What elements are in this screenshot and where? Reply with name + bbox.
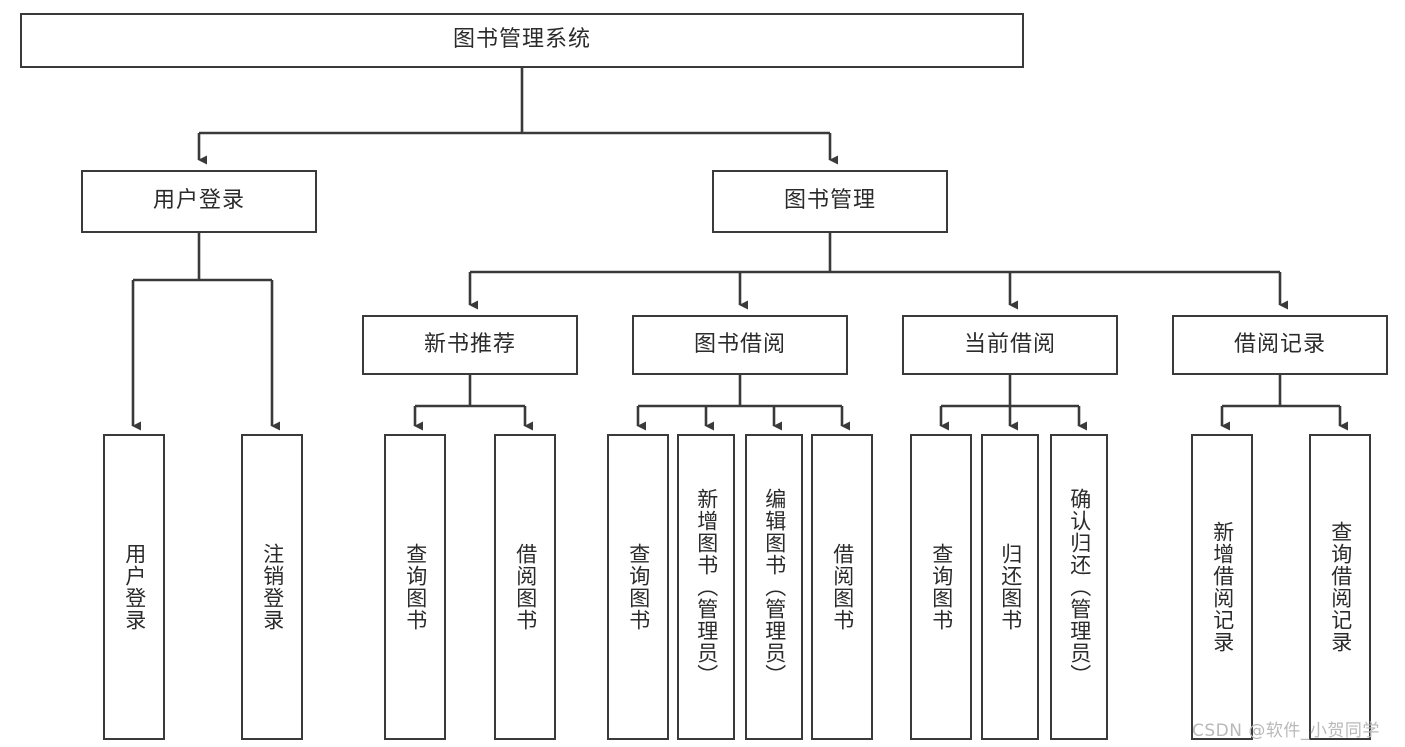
node-leaf-query-book-1-label: 查询图书 (403, 543, 428, 631)
node-new-book-recommend-label: 新书推荐 (423, 331, 516, 357)
node-book-manage[interactable]: 图书管理 (712, 170, 948, 233)
node-book-borrow-label: 图书借阅 (693, 331, 786, 357)
node-leaf-query-book-1[interactable]: 查询图书 (384, 434, 446, 740)
node-leaf-add-record-label: 新增借阅记录 (1210, 521, 1235, 653)
node-current-borrow[interactable]: 当前借阅 (902, 315, 1118, 375)
node-leaf-logout-login[interactable]: 注销登录 (241, 434, 303, 740)
node-leaf-edit-book-label: 编辑图书（管理员） (762, 488, 787, 686)
node-leaf-return-book[interactable]: 归还图书 (981, 434, 1039, 740)
node-leaf-add-book[interactable]: 新增图书（管理员） (677, 434, 735, 740)
node-leaf-return-book-label: 归还图书 (998, 543, 1023, 631)
node-leaf-query-record[interactable]: 查询借阅记录 (1309, 434, 1371, 740)
node-leaf-edit-book[interactable]: 编辑图书（管理员） (745, 434, 803, 740)
node-user-login-label: 用户登录 (152, 188, 245, 214)
node-book-borrow[interactable]: 图书借阅 (632, 315, 848, 375)
node-user-login[interactable]: 用户登录 (81, 170, 317, 233)
node-leaf-borrow-book-2-label: 借阅图书 (830, 543, 855, 631)
node-leaf-borrow-book-2[interactable]: 借阅图书 (811, 434, 873, 740)
csdn-watermark: CSDN @软件_小贺同学 (1192, 721, 1380, 741)
node-new-book-recommend[interactable]: 新书推荐 (362, 315, 578, 375)
node-leaf-add-book-label: 新增图书（管理员） (694, 488, 719, 686)
node-leaf-query-record-label: 查询借阅记录 (1328, 521, 1353, 653)
node-leaf-confirm-return[interactable]: 确认归还（管理员） (1050, 434, 1108, 740)
node-leaf-query-book-2-label: 查询图书 (626, 543, 651, 631)
node-leaf-borrow-book-1[interactable]: 借阅图书 (494, 434, 556, 740)
node-root-label: 图书管理系统 (452, 27, 591, 53)
node-leaf-user-login[interactable]: 用户登录 (103, 434, 165, 740)
node-leaf-query-book-3[interactable]: 查询图书 (910, 434, 972, 740)
node-leaf-add-record[interactable]: 新增借阅记录 (1191, 434, 1253, 740)
node-leaf-borrow-book-1-label: 借阅图书 (513, 543, 538, 631)
node-leaf-logout-login-label: 注销登录 (260, 543, 285, 631)
node-leaf-query-book-3-label: 查询图书 (929, 543, 954, 631)
node-leaf-confirm-return-label: 确认归还（管理员） (1067, 488, 1092, 686)
node-book-manage-label: 图书管理 (783, 188, 876, 214)
node-current-borrow-label: 当前借阅 (963, 331, 1056, 357)
node-leaf-query-book-2[interactable]: 查询图书 (607, 434, 669, 740)
node-root[interactable]: 图书管理系统 (20, 13, 1024, 68)
node-borrow-record-label: 借阅记录 (1233, 331, 1326, 357)
node-leaf-user-login-label: 用户登录 (122, 543, 147, 631)
node-borrow-record[interactable]: 借阅记录 (1172, 315, 1388, 375)
